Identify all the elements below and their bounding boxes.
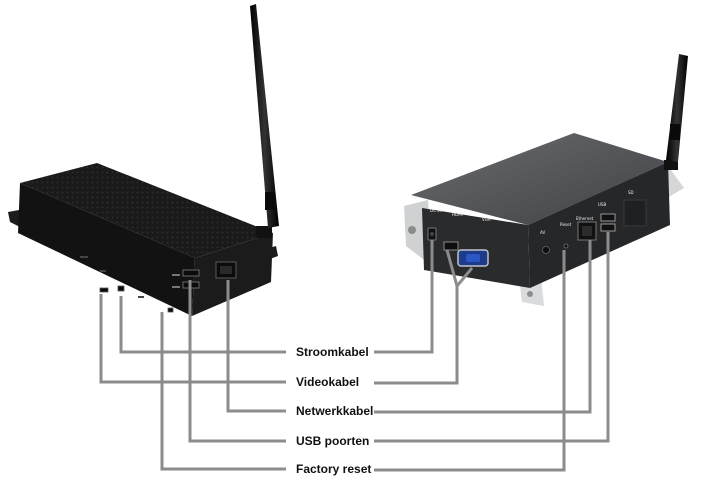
line-network-left	[226, 280, 286, 413]
svg-text:DC 5V: DC 5V	[430, 208, 443, 213]
svg-text:AV: AV	[540, 230, 545, 235]
left-reset-button	[167, 307, 174, 313]
svg-text:VGA: VGA	[482, 217, 491, 222]
svg-text:Ethernet: Ethernet	[576, 216, 594, 221]
line-network-right	[374, 240, 592, 414]
left-usb-port-1	[182, 269, 200, 277]
connector-lines	[99, 232, 610, 472]
line-reset-right	[374, 250, 566, 472]
line-video-left	[99, 294, 286, 384]
label-power: Stroomkabel	[296, 345, 369, 359]
left-video-port	[99, 287, 109, 293]
right-reset-button	[563, 243, 569, 249]
left-antenna	[250, 4, 279, 238]
right-media-player: DC 5V HDMI VGA AV Reset Ethernet USB SD	[404, 54, 688, 306]
line-power-right	[374, 240, 434, 354]
right-hdmi-port	[443, 241, 459, 251]
svg-text:HDMI: HDMI	[452, 212, 463, 217]
left-device-side	[18, 183, 195, 316]
label-video: Videokabel	[296, 375, 359, 389]
left-media-player	[8, 4, 279, 316]
svg-text:SD: SD	[628, 190, 634, 195]
line-power-left	[119, 296, 286, 354]
line-usb-right	[374, 232, 610, 443]
label-usb: USB poorten	[296, 434, 369, 448]
line-video-right	[374, 267, 474, 385]
right-usb-port-2	[600, 223, 616, 232]
left-device-top	[20, 163, 273, 258]
right-antenna	[664, 54, 688, 170]
left-power-port	[117, 285, 125, 292]
right-device-top	[411, 133, 668, 225]
right-usb-port-1	[600, 213, 616, 222]
label-network: Netwerkkabel	[296, 404, 373, 418]
callout-labels: Stroomkabel Videokabel Netwerkkabel USB …	[296, 345, 373, 476]
svg-text:USB: USB	[598, 202, 606, 207]
label-reset: Factory reset	[296, 462, 371, 476]
right-device-front	[422, 208, 530, 288]
svg-text:Reset: Reset	[560, 222, 572, 227]
line-reset-left	[160, 312, 286, 471]
line-usb-left	[188, 280, 286, 443]
